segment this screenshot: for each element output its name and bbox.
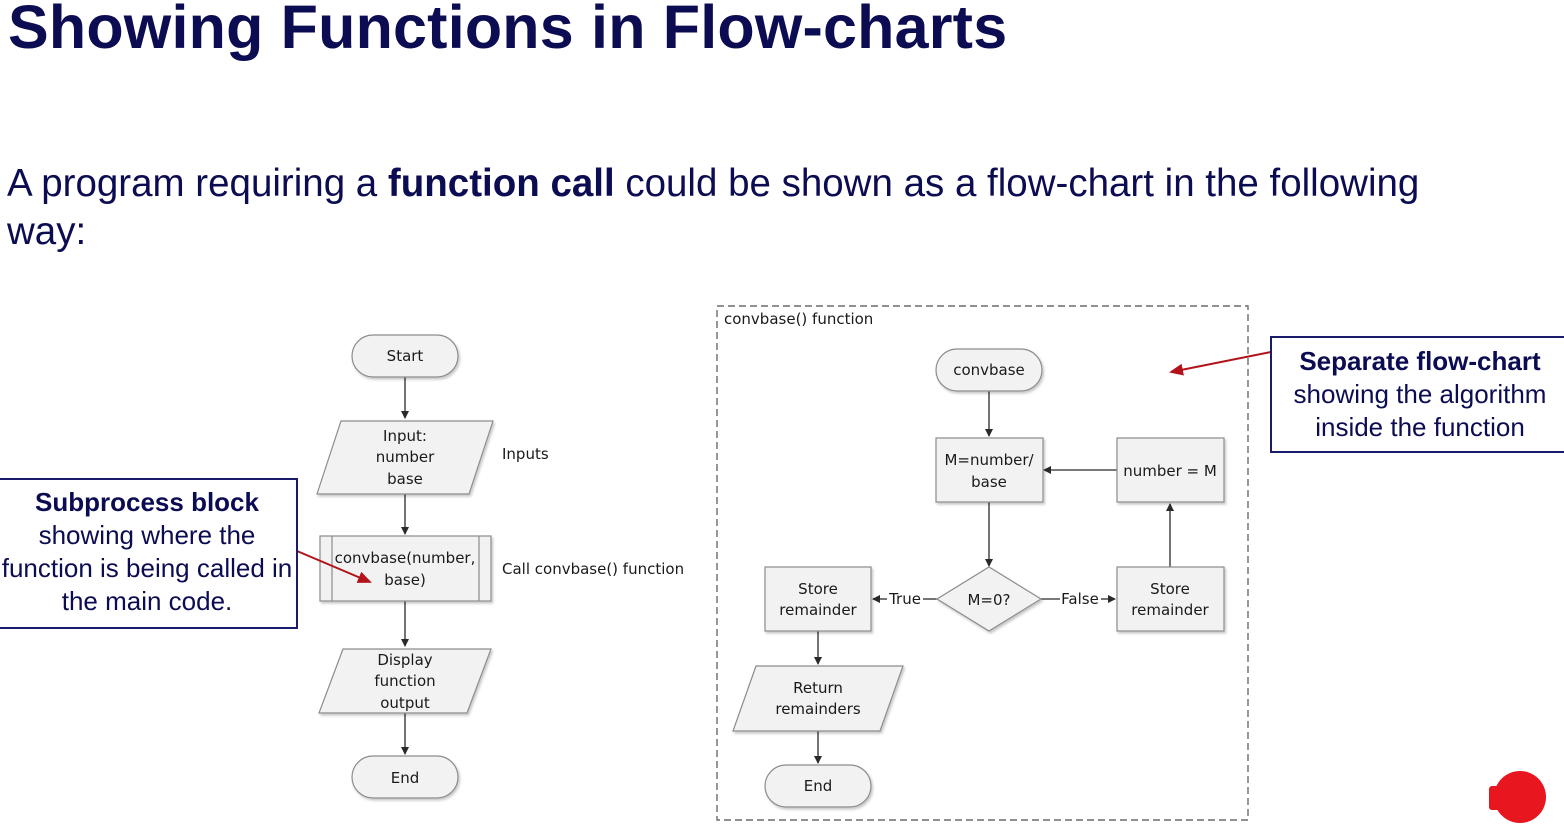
subprocess-block: convbase(number, base): [319, 535, 492, 602]
separate-callout: Separate flow-chart showing the algorith…: [1270, 336, 1564, 453]
fn-update-text: number = M: [1123, 462, 1217, 480]
subprocess-line-1: convbase(number,: [335, 549, 476, 567]
fn-return-node: Return remainders: [732, 665, 904, 732]
main-end-text: End: [391, 769, 420, 787]
main-input-line-3: base: [387, 470, 423, 488]
red-puzzle-logo-icon: [1489, 771, 1546, 823]
false-label: False: [1061, 590, 1099, 608]
fn-store-left-line-2: remainder: [779, 601, 857, 619]
fn-store-right-node: Store remainder: [1116, 566, 1225, 632]
fn-update-node: number = M: [1116, 437, 1225, 503]
main-input-line-2: number: [376, 448, 435, 466]
separate-callout-heading: Separate flow-chart: [1299, 346, 1541, 376]
separate-callout-body: showing the algorithm inside the functio…: [1293, 379, 1547, 442]
inputs-annotation: Inputs: [502, 445, 549, 463]
main-flowchart: Start Input: number base Inputs convbase…: [316, 334, 684, 799]
intro-bold: function call: [387, 162, 615, 205]
main-end-node: End: [351, 755, 459, 799]
subprocess-callout-body: showing where the function is being call…: [1, 520, 293, 616]
fn-decision-text: M=0?: [967, 591, 1010, 609]
function-frame: [716, 305, 1249, 821]
fn-store-left-line-1: Store: [798, 580, 838, 598]
fn-assign-line-2: base: [971, 473, 1007, 491]
fn-store-right-line-1: Store: [1150, 580, 1190, 598]
main-start-node: Start: [351, 334, 459, 378]
call-annotation: Call convbase() function: [502, 560, 684, 578]
function-flowchart: convbase() function True False convbase …: [716, 305, 1249, 821]
main-input-line-1: Input:: [383, 427, 427, 445]
fn-return-line-2: remainders: [775, 700, 860, 718]
fn-store-left-node: Store remainder: [764, 566, 872, 632]
fn-end-text: End: [804, 777, 833, 795]
fn-assign-node: M=number/ base: [935, 437, 1044, 503]
separate-pointer-arrow: [1169, 351, 1272, 376]
fn-store-right-line-2: remainder: [1131, 601, 1209, 619]
main-start-text: Start: [387, 347, 424, 365]
intro-text: A program requiring a function call coul…: [7, 160, 1427, 256]
fn-assign-line-1: M=number/: [944, 451, 1034, 469]
main-display-line-3: output: [380, 694, 430, 712]
function-frame-label: convbase() function: [724, 310, 873, 328]
slide-title: Showing Functions in Flow-charts: [8, 0, 1008, 61]
main-display-line-1: Display: [377, 651, 432, 669]
fn-return-line-1: Return: [793, 679, 843, 697]
intro-part1: A program requiring a: [7, 162, 388, 205]
fn-decision-node: M=0?: [935, 566, 1043, 632]
fn-start-text: convbase: [953, 361, 1025, 379]
fn-end-node: End: [764, 764, 872, 808]
subprocess-callout-heading: Subprocess block: [35, 487, 259, 517]
true-label: True: [888, 590, 921, 608]
subprocess-line-2: base): [384, 571, 426, 589]
intro-part2: could be shown as a flow-chart in the fo…: [7, 162, 1420, 253]
subprocess-callout: Subprocess block showing where the funct…: [0, 478, 298, 629]
fn-start-node: convbase: [935, 348, 1043, 392]
subprocess-pointer-arrow: [296, 550, 372, 583]
main-input-node: Input: number base: [316, 420, 494, 495]
main-display-node: Display function output: [318, 648, 492, 714]
main-display-line-2: function: [374, 672, 435, 690]
